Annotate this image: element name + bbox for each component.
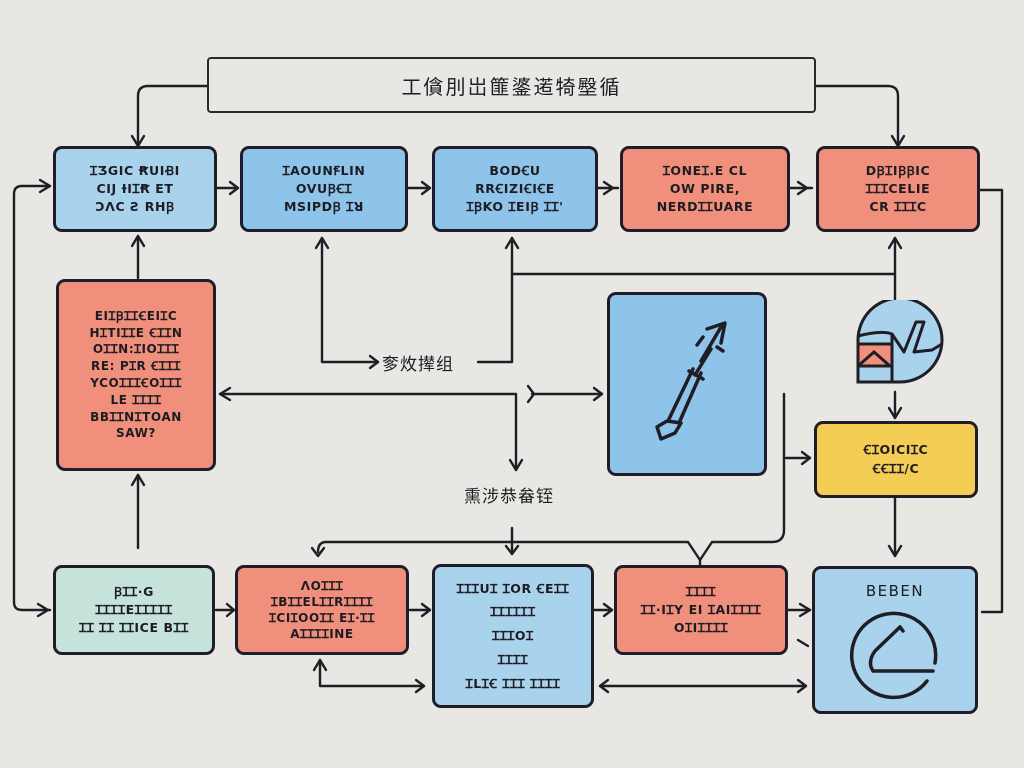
node-text: RE: PꞮR ꞒꞮꞮꞮ bbox=[91, 359, 181, 374]
globe-map-icon bbox=[856, 300, 944, 384]
node-text: CIJ ƗIꞮꞦ ET bbox=[96, 180, 174, 196]
node-7[interactable]: ꞒꞮOICIꞮC ꞒꞒꞮꞮ/C bbox=[814, 421, 978, 498]
connector-mid-n6 bbox=[218, 392, 518, 472]
node-text: NERDꞮꞮUARE bbox=[656, 199, 754, 215]
diagram-title: 工僋刖岀篚錃逽犄壂循 bbox=[207, 57, 816, 113]
gauge-icon bbox=[849, 611, 938, 699]
connector-loop-right bbox=[978, 188, 1004, 614]
node-text: AꞮꞮꞮꞮINE bbox=[290, 627, 354, 642]
label-middle-upper: 奓炇撵组 bbox=[380, 350, 456, 375]
pen-arrow-card[interactable] bbox=[607, 292, 767, 476]
node-5[interactable]: DꞴꞮIꞴꞴIC ꞮꞮꞮCELIE CR ꞮꞮꞮC bbox=[816, 146, 980, 232]
node-text: OꞮꞮN:ꞮIOꞮꞮꞮ bbox=[92, 342, 180, 357]
node-text: ꞮꞮ ꞮꞮ ꞮꞮICE BꞮꞮ bbox=[79, 620, 189, 636]
node-text: ꞮLꞮꞒ ꞮꞮꞮ ꞮꞮꞮꞮ bbox=[465, 675, 561, 691]
node-2[interactable]: ꞮAOUNꞘLIN OVUꞴꞒꞮ MSIPDꞴ Ɪꓤ bbox=[240, 146, 408, 232]
node-text: OW PIRE, bbox=[669, 180, 741, 196]
node-text: LE ꞮꞮꞮꞮ bbox=[110, 392, 162, 407]
node-text: ꞴꞮꞮ·G bbox=[114, 583, 154, 599]
node-text: ꞮꞮꞮOꞮ bbox=[492, 628, 534, 644]
node-text: YCOꞮꞮꞮꞒOꞮꞮꞮ bbox=[90, 376, 182, 390]
node-text: CR ꞮꞮꞮC bbox=[869, 199, 927, 215]
node-title: BEBEN bbox=[865, 582, 925, 600]
node-text: RRꞒIZIꞒIꞒE bbox=[475, 180, 555, 196]
node-text: ꞮꞮ·IꞮY EI ꞮAIꞮꞮꞮꞮ bbox=[640, 601, 762, 617]
node-text: ꞮꞮꞮꞮ bbox=[497, 651, 529, 667]
connector-label-n3 bbox=[476, 236, 514, 364]
node-text: ꞮƷGIC ꞦꓴIꞖI bbox=[90, 162, 180, 178]
title-text: 工僋刖岀篚錃逽犄壂循 bbox=[401, 74, 622, 99]
node-text: ꞮBꞮꞮELꞮꞮRꞮꞮꞮꞮ bbox=[270, 594, 374, 609]
node-text: OꞮIꞮꞮꞮꞮ bbox=[673, 620, 729, 636]
node-6[interactable]: EIꞮꞴꞮꞮꞒEIꞮC HꞮTIꞮꞮE ꞒꞮꞮN OꞮꞮN:ꞮIOꞮꞮꞮ RE:… bbox=[56, 279, 216, 471]
pen-arrow-icon bbox=[655, 321, 727, 441]
node-text: ꞮꞮꞮUꞮ ꞮOR ꞒEꞮꞮ bbox=[456, 580, 570, 596]
node-text: ꞮAOUNꞘLIN bbox=[282, 162, 366, 178]
node-text: MSIPDꞴ Ɪꓤ bbox=[284, 199, 364, 215]
node-text: ΛOꞮꞮꞮ bbox=[300, 578, 344, 593]
node-text: ꞒꞮOICIꞮC bbox=[863, 442, 929, 458]
connector-n3-n5 bbox=[510, 236, 897, 276]
connector-loop-left bbox=[12, 184, 52, 612]
node-text: HꞮTIꞮꞮE ꞒꞮꞮN bbox=[89, 325, 183, 340]
connector-n9-n10-lower bbox=[318, 658, 426, 688]
node-11[interactable]: ꞮꞮꞮꞮ ꞮꞮ·IꞮY EI ꞮAIꞮꞮꞮꞮ OꞮIꞮꞮꞮꞮ bbox=[614, 565, 788, 655]
node-text: EIꞮꞴꞮꞮꞒEIꞮC bbox=[94, 308, 178, 323]
node-text: DꞴꞮIꞴꞴIC bbox=[865, 162, 931, 178]
node-text: ꞮꞮꞮꞮEꞮꞮꞮꞮꞮ bbox=[95, 601, 173, 617]
node-12[interactable]: BEBEN bbox=[812, 566, 978, 714]
connector-title-n1 bbox=[136, 84, 209, 146]
node-text: BODꞒꓴ bbox=[489, 162, 541, 178]
node-text: ꞮꞮꞮꞮ bbox=[685, 583, 717, 599]
node-3[interactable]: BODꞒꓴ RRꞒIZIꞒIꞒE ꞮꞴKO ꞮEIꞴ ꞮꞮ' bbox=[432, 146, 598, 232]
label-middle-lower: 熏涉恭畚铚 bbox=[462, 482, 556, 507]
node-text: ꞮONEꞮ.E CL bbox=[662, 162, 748, 178]
node-9[interactable]: ΛOꞮꞮꞮ ꞮBꞮꞮELꞮꞮRꞮꞮꞮꞮ ꞮCIꞮOOꞮꞮ EꞮ·ꞮꞮ AꞮꞮꞮꞮ… bbox=[235, 565, 409, 655]
node-text: BBꞮꞮNꞮTOAN bbox=[90, 409, 182, 424]
node-text: ƆΛC Ƨ RHꞴ bbox=[95, 199, 175, 215]
node-8[interactable]: ꞴꞮꞮ·G ꞮꞮꞮꞮEꞮꞮꞮꞮꞮ ꞮꞮ ꞮꞮ ꞮꞮICE BꞮꞮ bbox=[53, 565, 215, 655]
connector-bottom-distribution bbox=[316, 392, 786, 562]
node-text: ꞮꞴKO ꞮEIꞴ ꞮꞮ' bbox=[466, 199, 564, 215]
node-1[interactable]: ꞮƷGIC ꞦꓴIꞖI CIJ ƗIꞮꞦ ET ƆΛC Ƨ RHꞴ bbox=[53, 146, 217, 232]
node-text: SAW? bbox=[116, 426, 156, 441]
connector-title-n5 bbox=[814, 84, 900, 146]
node-4[interactable]: ꞮONEꞮ.E CL OW PIRE, NERDꞮꞮUARE bbox=[620, 146, 790, 232]
node-text: ꞒꞒꞮꞮ/C bbox=[872, 460, 920, 476]
connector-n2-label bbox=[320, 236, 380, 364]
node-text: ꞮCIꞮOOꞮꞮ EꞮ·ꞮꞮ bbox=[269, 611, 375, 625]
node-10[interactable]: ꞮꞮꞮUꞮ ꞮOR ꞒEꞮꞮ ꞮꞮꞮꞮꞮꞮ ꞮꞮꞮOꞮ ꞮꞮꞮꞮ ꞮLꞮꞒ ꞮꞮ… bbox=[432, 564, 594, 708]
node-text: ꞮꞮꞮCELIE bbox=[865, 180, 931, 196]
node-text: ꞮꞮꞮꞮꞮꞮ bbox=[490, 604, 536, 620]
node-text: OVUꞴꞒꞮ bbox=[295, 180, 353, 196]
